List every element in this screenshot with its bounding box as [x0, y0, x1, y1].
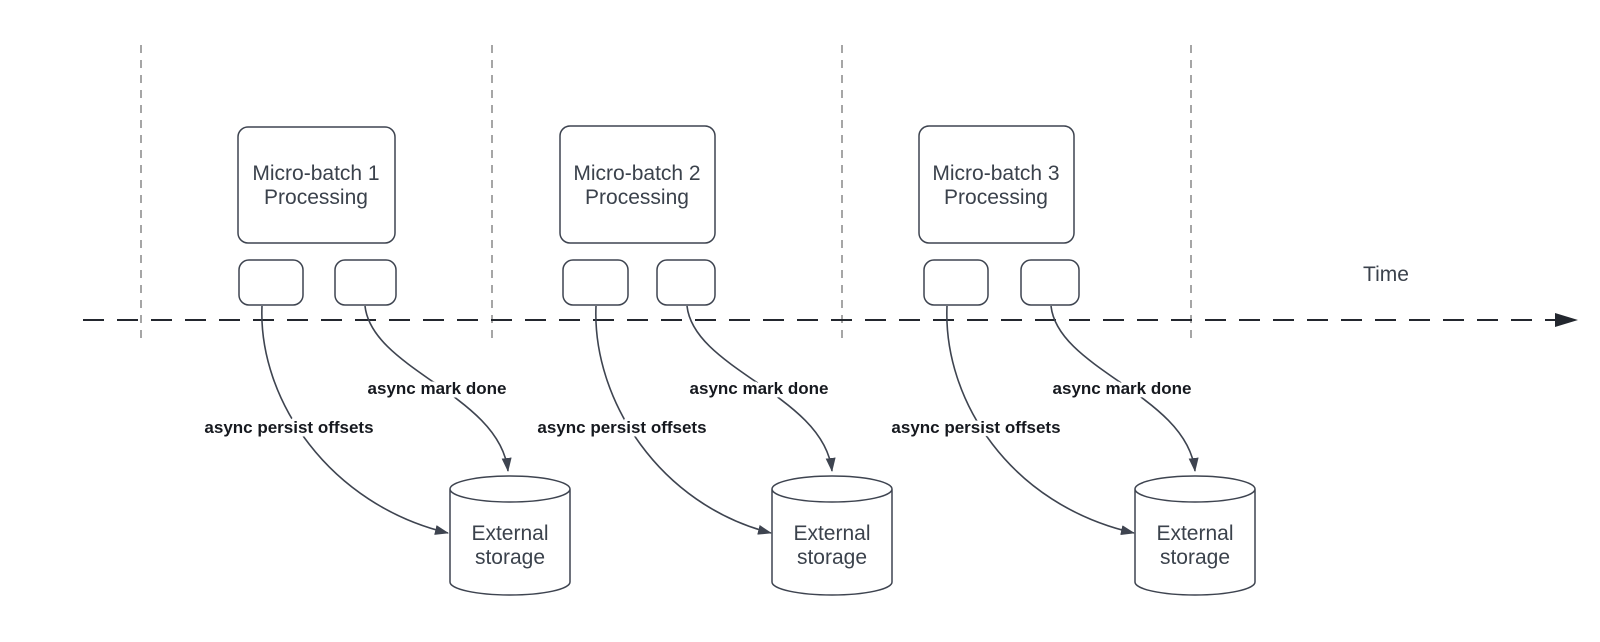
section-microbatch-2: Micro-batch 2 Processing External storag… — [534, 125, 893, 596]
section-microbatch-3: Micro-batch 3 Processing External storag… — [888, 125, 1256, 596]
microbatch-box — [918, 125, 1075, 244]
external-storage-label-line2: storage — [797, 546, 867, 569]
persist-offsets-arrow — [595, 305, 772, 535]
mark-done-task-box — [656, 259, 716, 306]
external-storage-label-line2: storage — [475, 546, 545, 569]
microbatch-box-title-line2: Processing — [264, 186, 368, 209]
external-storage-cylinder — [771, 475, 893, 596]
mark-done-label: async mark done — [368, 379, 507, 398]
mark-done-label: async mark done — [1053, 379, 1192, 398]
microbatch-box — [559, 125, 716, 244]
persist-offsets-label: async persist offsets — [891, 418, 1060, 437]
microbatch-box — [237, 126, 396, 244]
external-storage-label-line1: External — [1156, 522, 1233, 545]
external-storage-label-line2: storage — [1160, 546, 1230, 569]
persist-offsets-arrow — [946, 305, 1135, 536]
persist-offsets-label: async persist offsets — [537, 418, 706, 437]
time-axis-label: Time — [1363, 263, 1409, 286]
external-storage-label-line1: External — [471, 522, 548, 545]
external-storage-cylinder — [449, 475, 571, 596]
mark-done-label: async mark done — [690, 379, 829, 398]
persist-offsets-arrow — [261, 305, 449, 535]
mark-done-arrow — [1050, 305, 1199, 472]
time-axis-arrowhead-icon — [1555, 313, 1578, 327]
microbatch-box-title-line1: Micro-batch 2 — [573, 162, 700, 185]
external-storage-cylinder-body — [450, 476, 570, 595]
mark-done-task-box — [1020, 259, 1080, 306]
external-storage-cylinder — [1134, 475, 1256, 596]
microbatch-box-title-line2: Processing — [944, 186, 1048, 209]
external-storage-cylinder-body — [1135, 476, 1255, 595]
microbatch-box-title-line1: Micro-batch 1 — [252, 162, 379, 185]
persist-offsets-label: async persist offsets — [204, 418, 373, 437]
offset-task-box — [923, 259, 989, 306]
microbatch-box-title-line1: Micro-batch 3 — [932, 162, 1059, 185]
mark-done-arrow — [686, 305, 836, 472]
mark-done-arrow — [364, 305, 512, 472]
microbatch-box-title-line2: Processing — [585, 186, 689, 209]
offset-task-box — [238, 259, 304, 306]
offset-task-box — [562, 259, 629, 306]
section-microbatch-1: Micro-batch 1 Processing External storag… — [201, 126, 571, 596]
external-storage-cylinder-body — [772, 476, 892, 595]
external-storage-label-line1: External — [793, 522, 870, 545]
mark-done-task-box — [334, 259, 397, 306]
